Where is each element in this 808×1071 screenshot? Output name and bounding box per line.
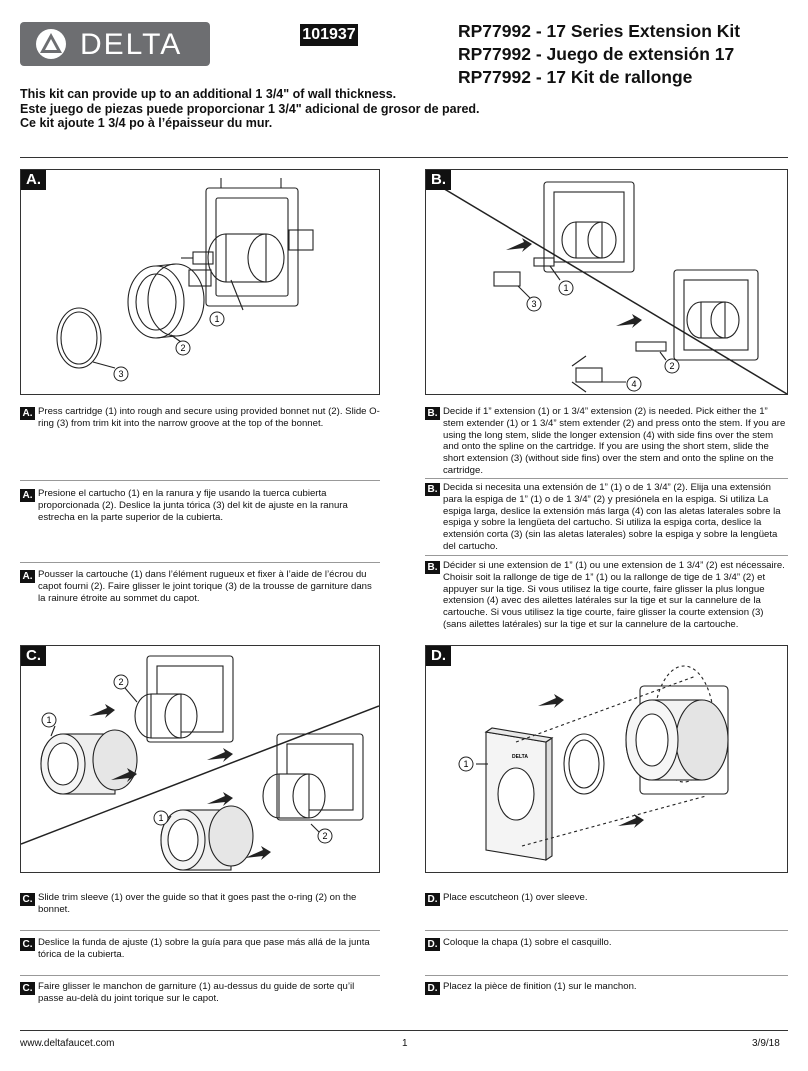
header-rule [20,157,788,158]
callout-label: 1 [214,314,219,324]
step-a-en: A. Press cartridge (1) into rough and se… [20,406,380,450]
step-text: Faire glisser le manchon de garniture (1… [38,981,355,1004]
callout-1 [209,311,225,327]
separator [20,930,380,931]
step-tag: A. [20,489,35,502]
brand-name: DELTA [80,28,183,61]
cartridge-install-drawing: 1 2 3 [56,178,314,382]
step-text: Placez la pièce de finition (1) sur le m… [443,981,637,992]
step-text: Deslice la funda de ajuste (1) sobre la … [38,937,370,960]
step-text: Pousser la cartouche (1) dans l’élément … [38,569,372,604]
callout-label: 3 [118,369,123,379]
step-tag: D. [425,893,440,906]
separator [20,562,380,563]
callout-2 [664,358,680,374]
step-c-fr: C. Faire glisser le manchon de garniture… [20,981,380,1007]
step-d-es: D. Coloque la chapa (1) sobre el casquil… [425,937,788,953]
separator [425,478,788,479]
separator [425,975,788,976]
title-fr: RP77992 - 17 Kit de rallonge [458,67,693,87]
panel-label-a: A. [21,170,46,190]
title-block: RP77992 - 17 Series Extension Kit RP7799… [458,20,740,89]
step-tag: C. [20,938,35,951]
callout-label: 1 [46,715,51,725]
step-text: Place escutcheon (1) over sleeve. [443,892,588,903]
step-tag: C. [20,982,35,995]
separator [425,555,788,556]
intro-fr: Ce kit ajoute 1 3/4 po à l’épaisseur du … [20,116,273,130]
step-c-es: C. Deslice la funda de ajuste (1) sobre … [20,937,380,963]
panel-label-b: B. [426,170,451,190]
callout-label: 1 [463,759,468,769]
step-text: Decide if 1” extension (1) or 1 3/4” ext… [443,406,786,476]
intro-text: This kit can provide up to an additional… [20,87,480,131]
illustration-b: B. [425,169,788,395]
illustration-c: C. [20,645,380,873]
footer-date: 3/9/18 [752,1038,780,1049]
intro-en: This kit can provide up to an additional… [20,87,397,101]
callout-1 [558,280,574,296]
panel-label-d: D. [426,646,451,666]
escutcheon-drawing: DELTA 1 [458,665,729,862]
page-number: 1 [402,1038,408,1049]
title-en: RP77992 - 17 Series Extension Kit [458,21,741,41]
step-b-es: B. Decida si necesita una extensión de 1… [425,482,788,552]
step-d-fr: D. Placez la pièce de finition (1) sur l… [425,981,788,997]
callout-label: 2 [322,831,327,841]
step-tag: D. [425,982,440,995]
illustration-a: A. [20,169,380,395]
step-tag: B. [425,561,440,574]
step-text: Coloque la chapa (1) sobre el casquillo. [443,937,612,948]
step-text: Press cartridge (1) into rough and secur… [38,406,380,429]
trim-sleeve-drawing: 1 2 1 2 [21,655,379,871]
callout-label: 2 [180,343,185,353]
step-b-en: B. Decide if 1” extension (1) or 1 3/4” … [425,406,788,476]
part-number-badge: 101937 [300,24,358,46]
step-tag: A. [20,407,35,420]
stem-extension-drawing: 1 2 3 4 [426,177,787,394]
illustration-d: D. DELTA 1 [425,645,788,873]
step-tag: B. [425,407,440,420]
title-es: RP77992 - Juego de extensión 17 [458,44,735,64]
step-tag: C. [20,893,35,906]
step-b-fr: B. Décider si une extension de 1” (1) ou… [425,560,788,640]
step-tag: A. [20,570,35,583]
step-a-es: A. Presione el cartucho (1) en la ranura… [20,488,380,532]
callout-label: 1 [563,283,568,293]
callout-2 [317,828,333,844]
callout-2 [113,674,129,690]
delta-logo: DELTA [20,22,210,66]
callout-1 [458,756,474,772]
delta-triangle-icon [36,29,66,59]
step-text: Decida si necesita una extensión de 1” (… [443,482,781,552]
callout-label: 3 [531,299,536,309]
callout-1 [41,712,57,728]
callout-label: 2 [669,361,674,371]
callout-label: 4 [631,379,636,389]
callout-label: 2 [118,677,123,687]
step-d-en: D. Place escutcheon (1) over sleeve. [425,892,788,908]
step-text: Slide trim sleeve (1) over the guide so … [38,892,357,915]
panel-label-c: C. [21,646,46,666]
step-text: Décider si une extension de 1” (1) ou un… [443,560,785,630]
callout-3 [113,366,129,382]
callout-3 [526,296,542,312]
plate-brand: DELTA [512,754,528,760]
intro-es: Este juego de piezas puede proporcionar … [20,101,480,116]
step-a-fr: A. Pousser la cartouche (1) dans l’éléme… [20,569,380,613]
callout-4 [626,376,642,392]
step-tag: B. [425,483,440,496]
step-c-en: C. Slide trim sleeve (1) over the guide … [20,892,380,918]
footer-url[interactable]: www.deltafaucet.com [20,1038,115,1049]
callout-label: 1 [158,813,163,823]
separator [20,975,380,976]
separator [20,480,380,481]
footer-rule [20,1030,788,1031]
callout-2 [175,340,191,356]
step-tag: D. [425,938,440,951]
separator [425,930,788,931]
callout-1 [153,810,169,826]
step-text: Presione el cartucho (1) en la ranura y … [38,488,348,523]
